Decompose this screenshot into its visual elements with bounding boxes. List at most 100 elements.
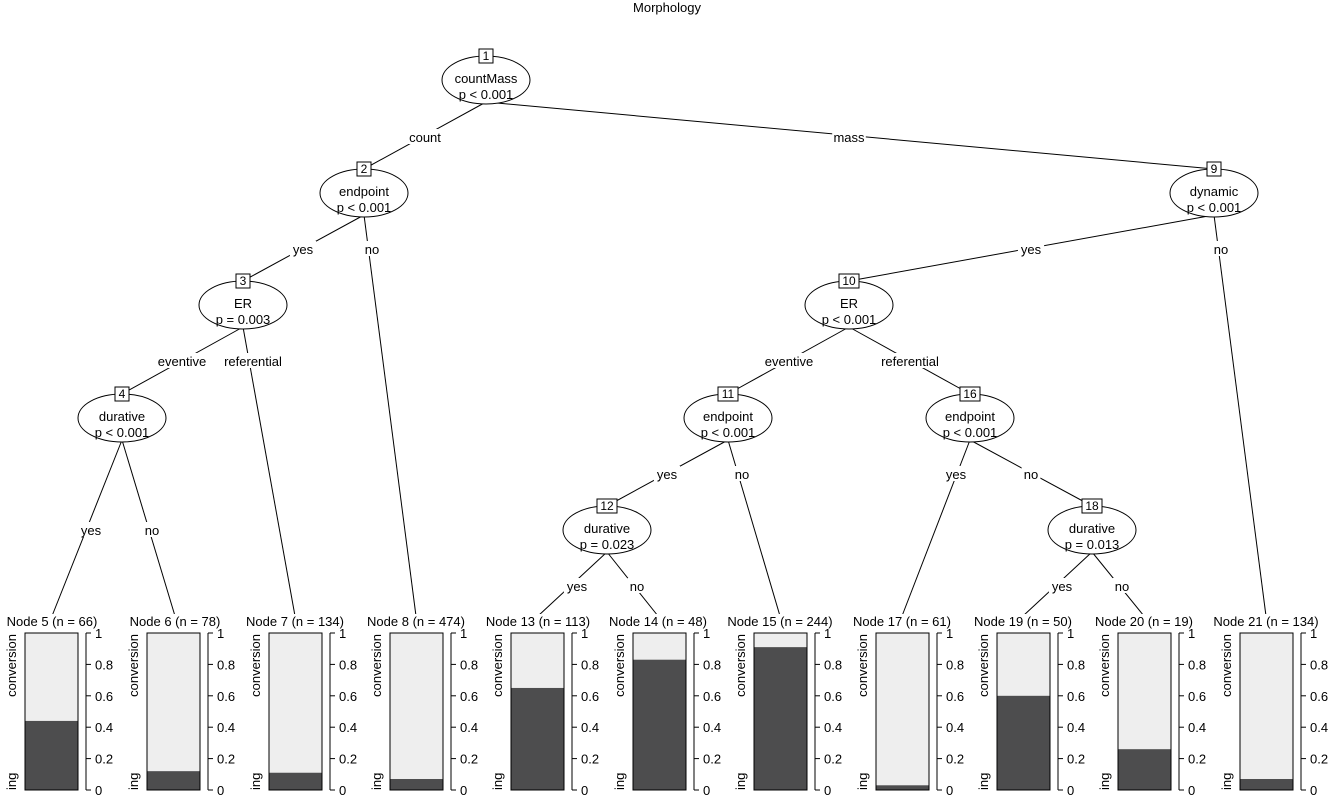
edge-label-bg [1017,241,1045,256]
y-tick-label: 0 [95,783,102,798]
terminal-title-bg [123,614,227,629]
edge-label: no [630,579,644,594]
y-tick-label: 0.8 [95,657,113,672]
edge-label: yes [567,579,588,594]
y-tick-label: 0 [824,783,831,798]
y-tick-label: 0 [1067,783,1074,798]
edge-label-bg [404,129,446,144]
label-ing: ing [976,773,991,790]
y-tick-label: 0 [946,783,953,798]
label-ing: ing [1097,773,1112,790]
label-conversion: conversion [612,634,627,697]
terminal-title-bg [971,614,1075,629]
plot-title: Morphology [633,0,701,15]
node-id: 1 [483,49,490,63]
edge-label-bg [757,353,821,368]
node-variable: ER [840,296,858,311]
y-tick-label: 0.2 [824,752,842,767]
y-tick-label: 0.6 [703,689,721,704]
y-tick-label: 0.2 [703,752,721,767]
y-tick-label: 0.6 [581,689,599,704]
label-conversion: conversion [1219,634,1234,697]
terminal-node-6: Node 6 (n = 78)conversioning00.20.40.60.… [123,614,235,798]
edge-label-bg [867,353,953,368]
edge-label: eventive [158,354,206,369]
bar-ing [997,695,1050,790]
label-ing: ing [612,773,627,790]
node-id: 11 [722,387,735,401]
y-tick-label: 0.6 [946,689,964,704]
edge-label: yes [293,242,314,257]
terminal-title-bg [243,614,347,629]
y-tick-label: 0.6 [1067,689,1085,704]
node-variable: endpoint [945,409,995,424]
terminal-title: Node 5 (n = 66) [7,614,98,629]
y-tick-label: 0 [703,783,710,798]
bar-frame [146,632,201,791]
bar-frame [389,632,444,791]
bar-conversion [1118,633,1171,750]
label-conversion: conversion [490,634,505,697]
edge-label: yes [81,523,102,538]
label-ing: ing [855,773,870,790]
y-tick-label: 0 [339,783,346,798]
label-conversion: conversion [1097,634,1112,697]
edge-3-7 [242,326,296,617]
y-tick-label: 0.2 [1067,752,1085,767]
bar-conversion [754,633,807,648]
y-tick-label: 0.8 [824,657,842,672]
y-tick-label: 1 [581,626,588,641]
edge-label-bg [1021,466,1041,481]
bar-ing [269,772,322,790]
node-p-value: p < 0.001 [943,425,998,440]
node-variable: durative [1069,521,1115,536]
bar-ing [876,785,929,790]
terminal-title: Node 19 (n = 50) [974,614,1072,629]
bar-ing [1118,749,1171,790]
y-tick-label: 0.8 [217,657,235,672]
bar-ing [390,779,443,790]
y-tick-label: 0.6 [460,689,478,704]
terminal-title: Node 14 (n = 48) [609,614,707,629]
edge-label-bg [832,129,866,144]
label-conversion: conversion [976,634,991,697]
label-ing: ing [126,773,141,790]
terminal-node-7: Node 7 (n = 134)conversioning00.20.40.60… [243,614,357,798]
y-tick-label: 0.4 [217,720,235,735]
y-tick-label: 0.4 [946,720,964,735]
y-tick-label: 0.6 [339,689,357,704]
terminal-title-bg [1092,614,1196,629]
node-p-value: p < 0.001 [701,425,756,440]
y-tick-label: 1 [460,626,467,641]
node-id: 9 [1211,162,1218,176]
node-id: 3 [240,274,247,288]
label-conversion: conversion [4,634,19,697]
node-id: 18 [1085,499,1099,513]
y-tick-label: 0.8 [703,657,721,672]
y-tick-label: 0.4 [460,720,478,735]
y-tick-label: 0 [581,783,588,798]
y-tick-label: 0.8 [339,657,357,672]
node-id: 12 [600,499,614,513]
y-tick-label: 0 [1310,783,1317,798]
y-tick-label: 1 [217,626,224,641]
y-tick-label: 0.2 [217,752,235,767]
terminal-title-bg [850,614,954,629]
bar-conversion [997,633,1050,696]
edge-label: referential [881,354,939,369]
y-tick-label: 0.2 [95,752,113,767]
terminal-title-bg [728,614,832,629]
node-variable: dynamic [1190,184,1239,199]
y-tick-label: 0.4 [339,720,357,735]
label-conversion: conversion [733,634,748,697]
edge-9-21 [1213,214,1267,617]
node-id-box [114,386,130,402]
